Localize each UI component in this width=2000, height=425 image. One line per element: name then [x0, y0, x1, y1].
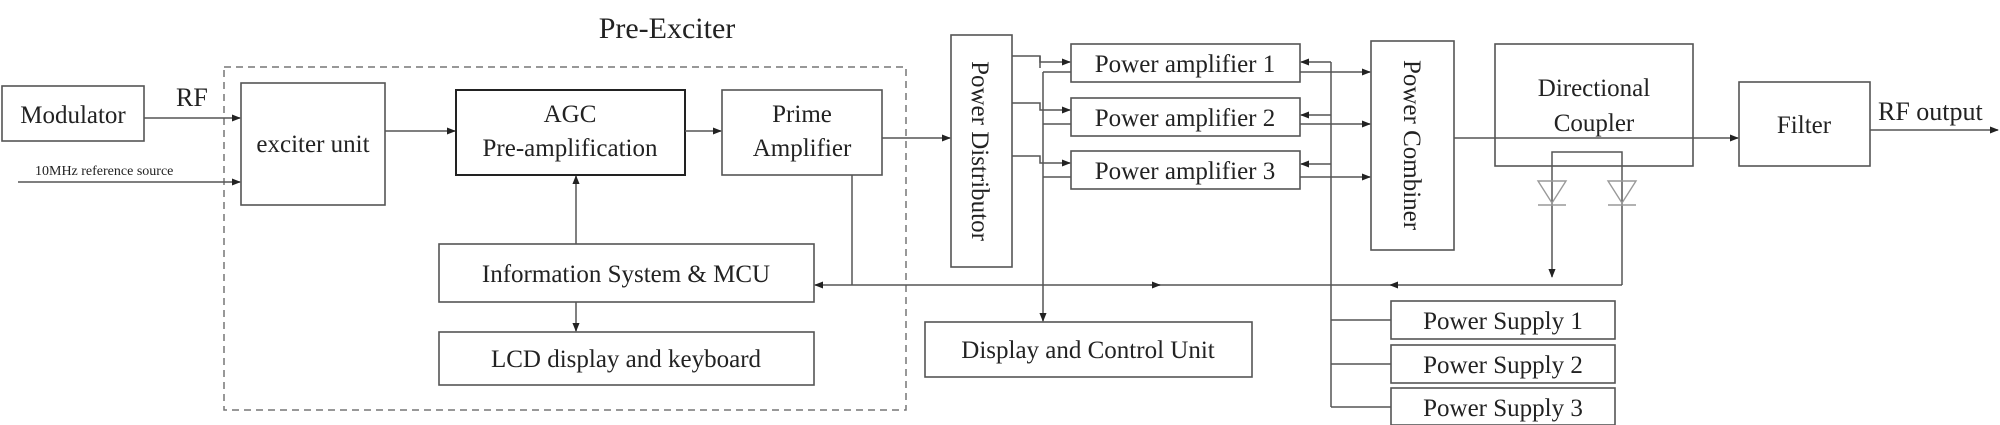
exciter-unit-label: exciter unit — [256, 131, 369, 158]
ps3-label: Power Supply 3 — [1423, 395, 1583, 422]
ps1-label: Power Supply 1 — [1423, 308, 1583, 335]
directional-coupler-block: Directional Coupler — [1494, 43, 1694, 167]
distributor-to-pa2-arrow — [1012, 102, 1071, 114]
pre-exciter-boundary — [223, 66, 907, 411]
rf-input-label: RF — [176, 83, 208, 112]
filter-block: Filter — [1738, 81, 1871, 167]
prime-amp-label-line1: Prime — [772, 101, 832, 128]
lcd-keyboard-block: LCD display and keyboard — [438, 331, 815, 386]
distributor-to-pa1-arrow — [1012, 55, 1071, 66]
power-distributor-label: Power Distributor — [966, 61, 993, 242]
agc-label-line2: Pre-amplification — [483, 135, 658, 162]
agc-label-line1: AGC — [544, 101, 597, 128]
coupler-label-line1: Directional — [1538, 75, 1651, 102]
power-supply-2-block: Power Supply 2 — [1390, 344, 1616, 384]
modulator-block: Modulator — [1, 85, 145, 142]
exciter-unit-block: exciter unit — [240, 82, 386, 206]
pa3-label: Power amplifier 3 — [1095, 158, 1276, 185]
reference-source-label: 10MHz reference source — [35, 164, 173, 179]
pa1-label: Power amplifier 1 — [1095, 51, 1276, 78]
modulator-label: Modulator — [20, 102, 126, 129]
power-supply-1-block: Power Supply 1 — [1390, 300, 1616, 340]
display-control-unit-block: Display and Control Unit — [924, 321, 1253, 378]
forward-diode-icon — [1536, 180, 1568, 206]
display-control-label: Display and Control Unit — [961, 337, 1215, 364]
coupler-label-line2: Coupler — [1554, 110, 1635, 137]
power-amplifier-3-block: Power amplifier 3 — [1070, 150, 1301, 190]
power-combiner-block: Power Combiner — [1370, 40, 1455, 251]
agc-preamp-block: AGC Pre-amplification — [455, 89, 686, 176]
lcd-keyboard-label: LCD display and keyboard — [491, 346, 762, 373]
power-supply-3-block: Power Supply 3 — [1390, 387, 1616, 425]
info-system-mcu-block: Information System & MCU — [438, 243, 815, 303]
ps2-label: Power Supply 2 — [1423, 352, 1583, 379]
info-system-label: Information System & MCU — [482, 261, 770, 288]
power-combiner-label: Power Combiner — [1398, 60, 1425, 231]
filter-label: Filter — [1777, 112, 1832, 139]
reflected-diode-icon — [1606, 180, 1638, 206]
pre-exciter-title: Pre-Exciter — [599, 12, 736, 45]
power-distributor-block: Power Distributor — [950, 34, 1013, 268]
rf-output-label: RF output — [1878, 97, 1984, 126]
distributor-to-pa3-arrow — [1012, 155, 1071, 167]
power-amplifier-2-block: Power amplifier 2 — [1070, 97, 1301, 137]
coupler-sample-loop — [1551, 151, 1623, 166]
power-amplifier-1-block: Power amplifier 1 — [1070, 43, 1301, 83]
prime-amplifier-block: Prime Amplifier — [721, 89, 883, 176]
pa2-label: Power amplifier 2 — [1095, 105, 1276, 132]
prime-amp-label-line2: Amplifier — [753, 135, 852, 162]
